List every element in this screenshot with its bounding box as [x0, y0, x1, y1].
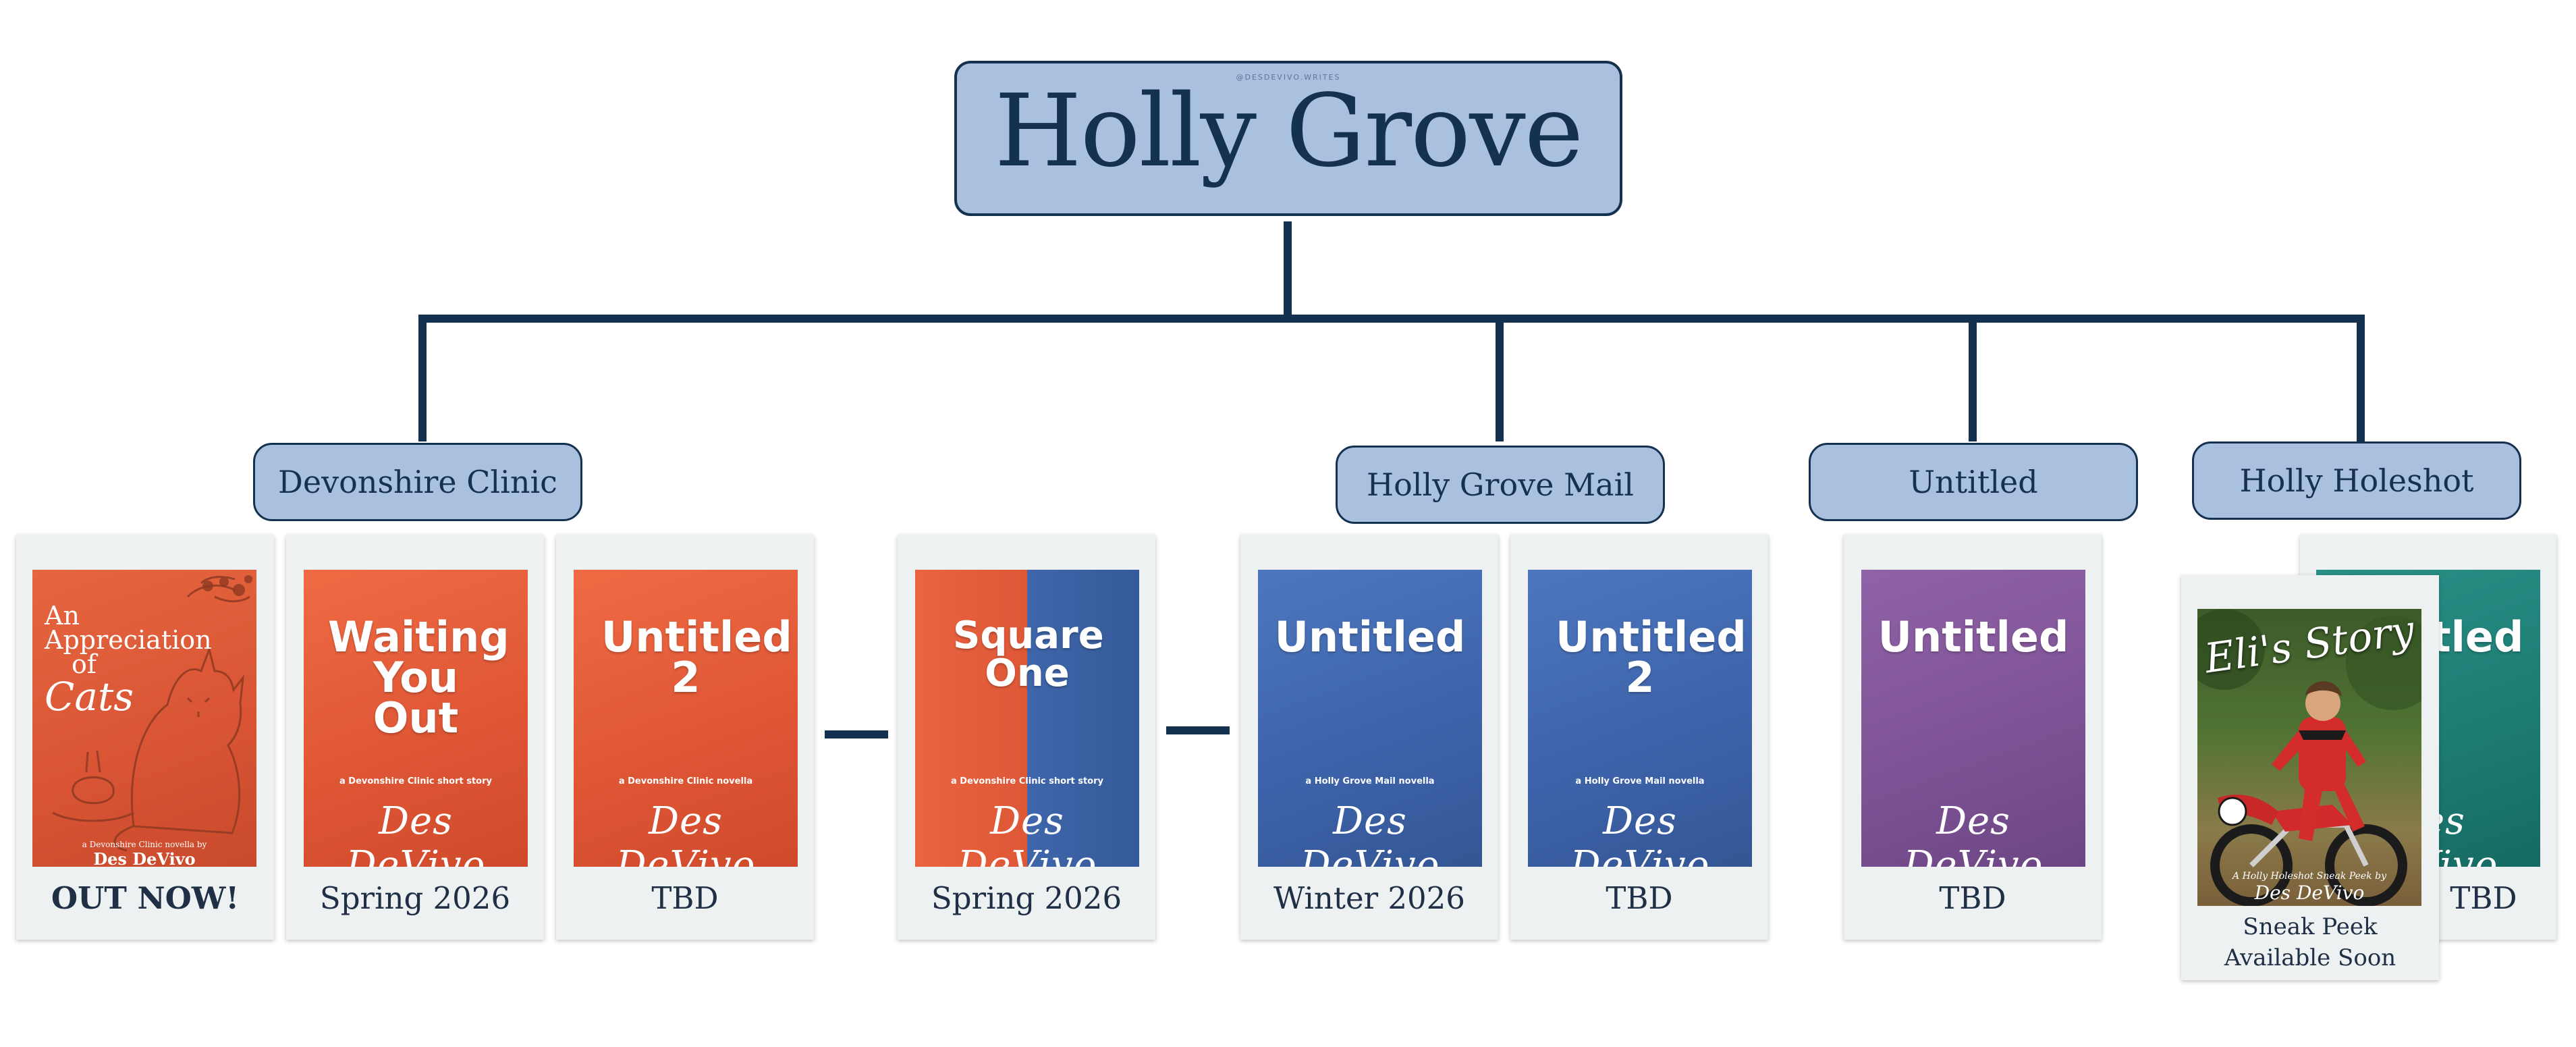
cover-author: Des DeVivo: [346, 799, 486, 867]
book-card-appreciation-of-cats: An Appreciation of Cats a Devonshire Cli…: [16, 535, 274, 940]
book-card-devonshire-untitled-2: Untitled 2 a Devonshire Clinic novella D…: [556, 535, 814, 940]
connector-trunk: [1284, 221, 1292, 321]
cover-subtitle: a Devonshire Clinic short story: [950, 776, 1103, 786]
book-card-square-one: Square One a Devonshire Clinic short sto…: [898, 535, 1155, 940]
page-title: Holly Grove: [994, 73, 1584, 189]
motocross-rider-illustration: [2197, 609, 2421, 906]
book-caption: TBD: [2450, 880, 2517, 916]
cover-subtitle: A Holly Holeshot Sneak Peek by: [2232, 871, 2386, 882]
cover-author: Des DeVivo: [1903, 799, 2044, 867]
book-caption: Spring 2026: [931, 880, 1122, 916]
cover-subtitle: a Holly Grove Mail novella: [1575, 776, 1705, 786]
connector-holeshot: [2357, 315, 2365, 441]
book-cover: An Appreciation of Cats a Devonshire Cli…: [32, 570, 256, 867]
book-caption: Sneak Peek Available Soon: [2224, 913, 2396, 971]
cover-author: Des DeVivo: [615, 799, 756, 867]
book-caption: TBD: [1606, 880, 1673, 916]
cover-author: Des DeVivo: [957, 799, 1097, 867]
book-cover: Eli's Story A Holly Holeshot Sneak Peek …: [2197, 609, 2421, 906]
crossover-connector-right: [1166, 726, 1230, 734]
cover-subtitle: a Devonshire Clinic novella by: [82, 840, 207, 849]
book-cover: Square One a Devonshire Clinic short sto…: [915, 570, 1139, 867]
cover-title-line: of: [72, 649, 97, 679]
book-card-mail-untitled: Untitled a Holly Grove Mail novella Des …: [1240, 535, 1498, 940]
cat-illustration: [52, 575, 252, 852]
cover-title: Square One: [953, 614, 1104, 695]
book-card-waiting-you-out: Waiting You Out a Devonshire Clinic shor…: [286, 535, 544, 940]
book-caption: Spring 2026: [319, 880, 511, 916]
series-label-holly-grove-mail: Holly Grove Mail: [1336, 446, 1665, 524]
cover-subtitle: a Devonshire Clinic novella: [618, 776, 753, 786]
cover-title: An Appreciation of Cats: [45, 601, 212, 720]
book-caption: OUT NOW!: [51, 880, 240, 916]
cover-title: Untitled 2: [601, 612, 792, 702]
series-label-devonshire-clinic: Devonshire Clinic: [253, 443, 582, 521]
root-title-box: @DESDEVIVO.WRITES Holly Grove: [954, 61, 1622, 216]
connector-mail: [1496, 315, 1504, 441]
cover-title: Waiting You Out: [328, 612, 510, 743]
cover-title-line: Cats: [45, 674, 134, 720]
book-cover: Waiting You Out a Devonshire Clinic shor…: [304, 570, 528, 867]
book-card-mail-untitled-2: Untitled 2 a Holly Grove Mail novella De…: [1510, 535, 1768, 940]
cover-subtitle: a Holly Grove Mail novella: [1305, 776, 1435, 786]
cover-title-line: An: [45, 601, 80, 630]
watermark: @DESDEVIVO.WRITES: [1236, 73, 1341, 82]
cover-title-line: Appreciation: [45, 625, 212, 655]
cover-author: Des DeVivo: [1570, 799, 1710, 867]
series-label-untitled: Untitled: [1809, 443, 2138, 521]
cover-author: Des DeVivo: [2254, 882, 2365, 904]
book-cover: Untitled Des DeVivo: [1861, 570, 2085, 867]
book-caption: Winter 2026: [1273, 880, 1465, 916]
cover-author: Des DeVivo: [1300, 799, 1440, 867]
book-caption: TBD: [651, 880, 719, 916]
book-card-untitled-series: Untitled Des DeVivo TBD: [1844, 535, 2102, 940]
connector-untitled: [1969, 315, 1977, 441]
book-card-elis-story: Eli's Story A Holly Holeshot Sneak Peek …: [2181, 575, 2439, 980]
cover-subtitle: a Devonshire Clinic short story: [339, 776, 492, 786]
cover-title: Untitled 2: [1556, 612, 1747, 702]
connector-horizontal: [418, 315, 2365, 323]
book-cover: Untitled a Holly Grove Mail novella Des …: [1258, 570, 1482, 867]
book-caption: TBD: [1939, 880, 2006, 916]
crossover-connector-left: [825, 730, 888, 739]
book-cover: Untitled 2 a Devonshire Clinic novella D…: [574, 570, 798, 867]
book-cover: Untitled 2 a Holly Grove Mail novella De…: [1528, 570, 1752, 867]
cover-title: Untitled: [1274, 612, 1466, 662]
cover-author: Des DeVivo: [93, 849, 196, 867]
connector-devonshire: [418, 315, 427, 441]
series-label-holly-holeshot: Holly Holeshot: [2192, 441, 2521, 520]
cover-title: Untitled: [1878, 612, 2069, 662]
